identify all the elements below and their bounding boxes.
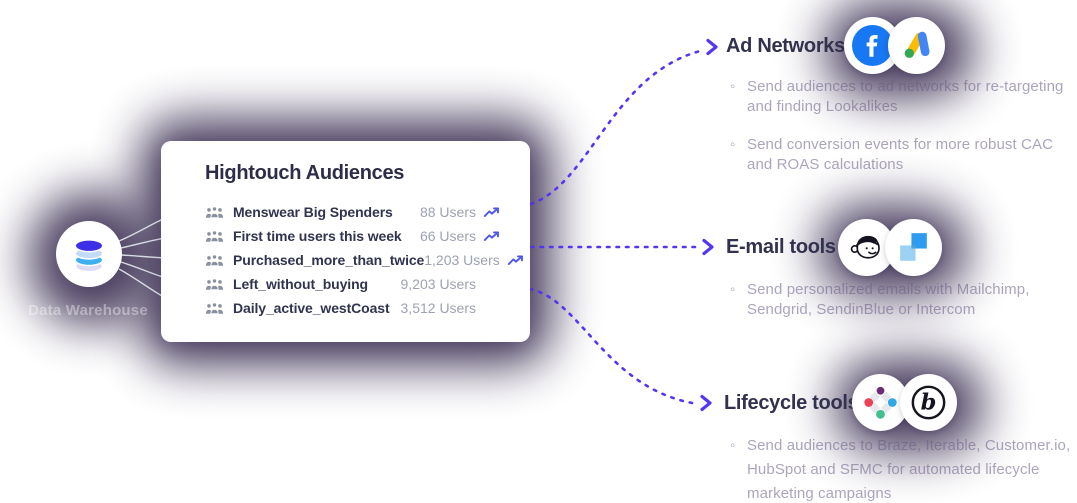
mailchimp-icon [846,227,887,268]
audience-name: Daily_active_westCoast [233,300,390,316]
lifecycle-tools-bullets: Send audiences to Braze, Iterable, Custo… [727,434,1077,503]
users-icon [205,253,224,267]
braze-badge [900,374,957,431]
google-ads-icon [896,25,937,66]
trend-up-icon [483,229,501,243]
audience-name: Menswear Big Spenders [233,204,393,220]
braze-icon [908,382,949,423]
email-tools-bullets: Send personalized emails with Mailchimp,… [727,280,1069,320]
audience-row: First time users this week 66 Users [205,224,501,248]
users-icon [205,277,224,291]
audience-name: First time users this week [233,228,402,244]
data-warehouse-label: Data Warehouse [28,302,148,319]
users-icon [205,229,224,243]
ad-networks-heading: Ad Networks [726,35,845,57]
ad-networks-bullets: Send audiences to ad networks for re-tar… [727,77,1069,175]
hightouch-audiences-card: Hightouch Audiences Menswear Big Spender… [161,141,530,342]
google-ads-badge [888,17,945,74]
bullet-item: Send audiences to ad networks for re-tar… [727,77,1069,117]
audience-row: Left_without_buying 9,203 Users [205,272,501,296]
data-warehouse-node [56,221,122,287]
users-icon [205,205,224,219]
sendgrid-icon [893,227,934,268]
bullet-item: Send personalized emails with Mailchimp,… [727,280,1069,320]
audience-count: 88 Users [419,204,476,220]
users-icon [205,301,224,315]
bullet-item: Send conversion events for more robust C… [727,135,1069,175]
audience-count: 3,512 Users [400,300,476,316]
sendgrid-badge [885,219,942,276]
email-tools-heading: E-mail tools [726,236,836,258]
bullet-item: Send audiences to Braze, Iterable, Custo… [727,434,1077,503]
audience-name: Purchased_more_than_twice [233,252,425,268]
audience-count: 1,203 Users [424,252,500,268]
card-title: Hightouch Audiences [205,162,405,184]
facebook-icon [852,25,893,66]
card-to-destination-arrows [528,48,706,406]
database-icon [67,232,111,276]
trend-up-icon [483,205,501,219]
audience-list: Menswear Big Spenders 88 Users First tim… [205,200,501,320]
arrowheads [700,38,718,412]
audience-name: Left_without_buying [233,276,368,292]
audience-count: 66 Users [419,228,476,244]
audience-row: Menswear Big Spenders 88 Users [205,200,501,224]
iterable-icon [860,382,901,423]
audience-row: Daily_active_westCoast 3,512 Users [205,296,501,320]
lifecycle-tools-heading: Lifecycle tools [724,392,859,414]
iterable-badge [852,374,909,431]
trend-up-icon [507,253,525,267]
audience-count: 9,203 Users [400,276,476,292]
audience-row: Purchased_more_than_twice 1,203 Users [205,248,501,272]
